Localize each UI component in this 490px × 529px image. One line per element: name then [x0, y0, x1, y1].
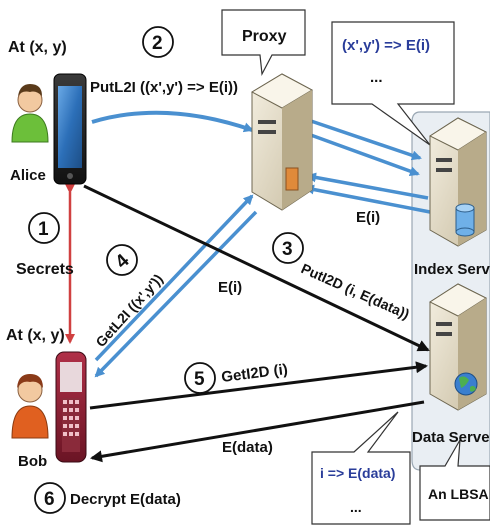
index-server-label: Index Server — [414, 261, 490, 278]
proxy-server-icon — [250, 73, 314, 211]
ei-return-label: E(i) — [218, 279, 242, 296]
bob-position: At (x, y) — [6, 327, 65, 344]
arrow-ei-to-bob — [94, 210, 258, 378]
arrow-proxy-to-index-1 — [307, 118, 422, 161]
arrow-geti2d — [89, 361, 428, 410]
alice-avatar — [11, 84, 49, 143]
arrow-edata-to-bob — [90, 400, 425, 463]
arrow-getl2i — [94, 194, 254, 362]
lbsa-label-box: An LBSA — [419, 439, 490, 521]
index-note-line2: ... — [370, 69, 383, 86]
step-5-number: 5 — [194, 369, 205, 390]
step-1-number: 1 — [38, 219, 49, 240]
step-4-label: GetL2I ((x',y')) — [92, 271, 166, 350]
step-6-marker: 6 — [34, 482, 66, 514]
proxy-label: Proxy — [242, 28, 287, 45]
alice-position: At (x, y) — [8, 39, 67, 56]
step-1-label: Secrets — [16, 261, 74, 278]
edata-return-label: E(data) — [222, 439, 273, 456]
arrow-index-to-proxy-2 — [304, 184, 431, 214]
index-note-line1: (x',y') => E(i) — [342, 37, 430, 54]
data-note-line1: i => E(data) — [320, 465, 395, 481]
step-1-marker: 1 — [28, 212, 60, 244]
step-4-marker: 4 — [106, 244, 138, 276]
bob-phone-icon — [55, 351, 87, 463]
arrow-puti2d — [83, 184, 430, 352]
globe-icon — [454, 372, 478, 396]
data-server-label: Data Server — [412, 429, 490, 446]
proxy-callout: Proxy — [221, 9, 306, 77]
step-3-label: PutI2D (i, E(data)) — [299, 260, 412, 322]
index-note: (x',y') => E(i) ... — [331, 21, 455, 146]
arrow-putl2i — [91, 110, 254, 133]
step-3-marker: 3 — [272, 232, 304, 264]
bob-name: Bob — [18, 453, 47, 470]
step-3-number: 3 — [282, 239, 293, 260]
data-note-line2: ... — [350, 499, 362, 515]
step-2-label: PutL2I ((x',y') => E(i)) — [90, 79, 238, 96]
arrow-index-to-proxy-1 — [306, 172, 429, 200]
arrow-proxy-to-index-2 — [307, 132, 420, 176]
step-6-number: 6 — [44, 489, 55, 510]
alice-name: Alice — [10, 167, 46, 184]
data-server-icon — [428, 283, 488, 411]
bob-avatar — [11, 374, 49, 439]
step-5-marker: 5 — [184, 362, 216, 394]
database-icon — [455, 203, 475, 237]
lbsa-label: An LBSA — [428, 486, 489, 502]
index-server-icon — [428, 117, 488, 247]
alice-phone-icon — [53, 73, 87, 185]
step-5-label: GetI2D (i) — [220, 361, 288, 386]
ei-proxy-label: E(i) — [356, 209, 380, 226]
step-2-marker: 2 — [142, 26, 174, 58]
step-2-number: 2 — [152, 33, 163, 54]
data-note: i => E(data) ... — [311, 411, 411, 525]
step-6-label: Decrypt E(data) — [70, 491, 181, 508]
